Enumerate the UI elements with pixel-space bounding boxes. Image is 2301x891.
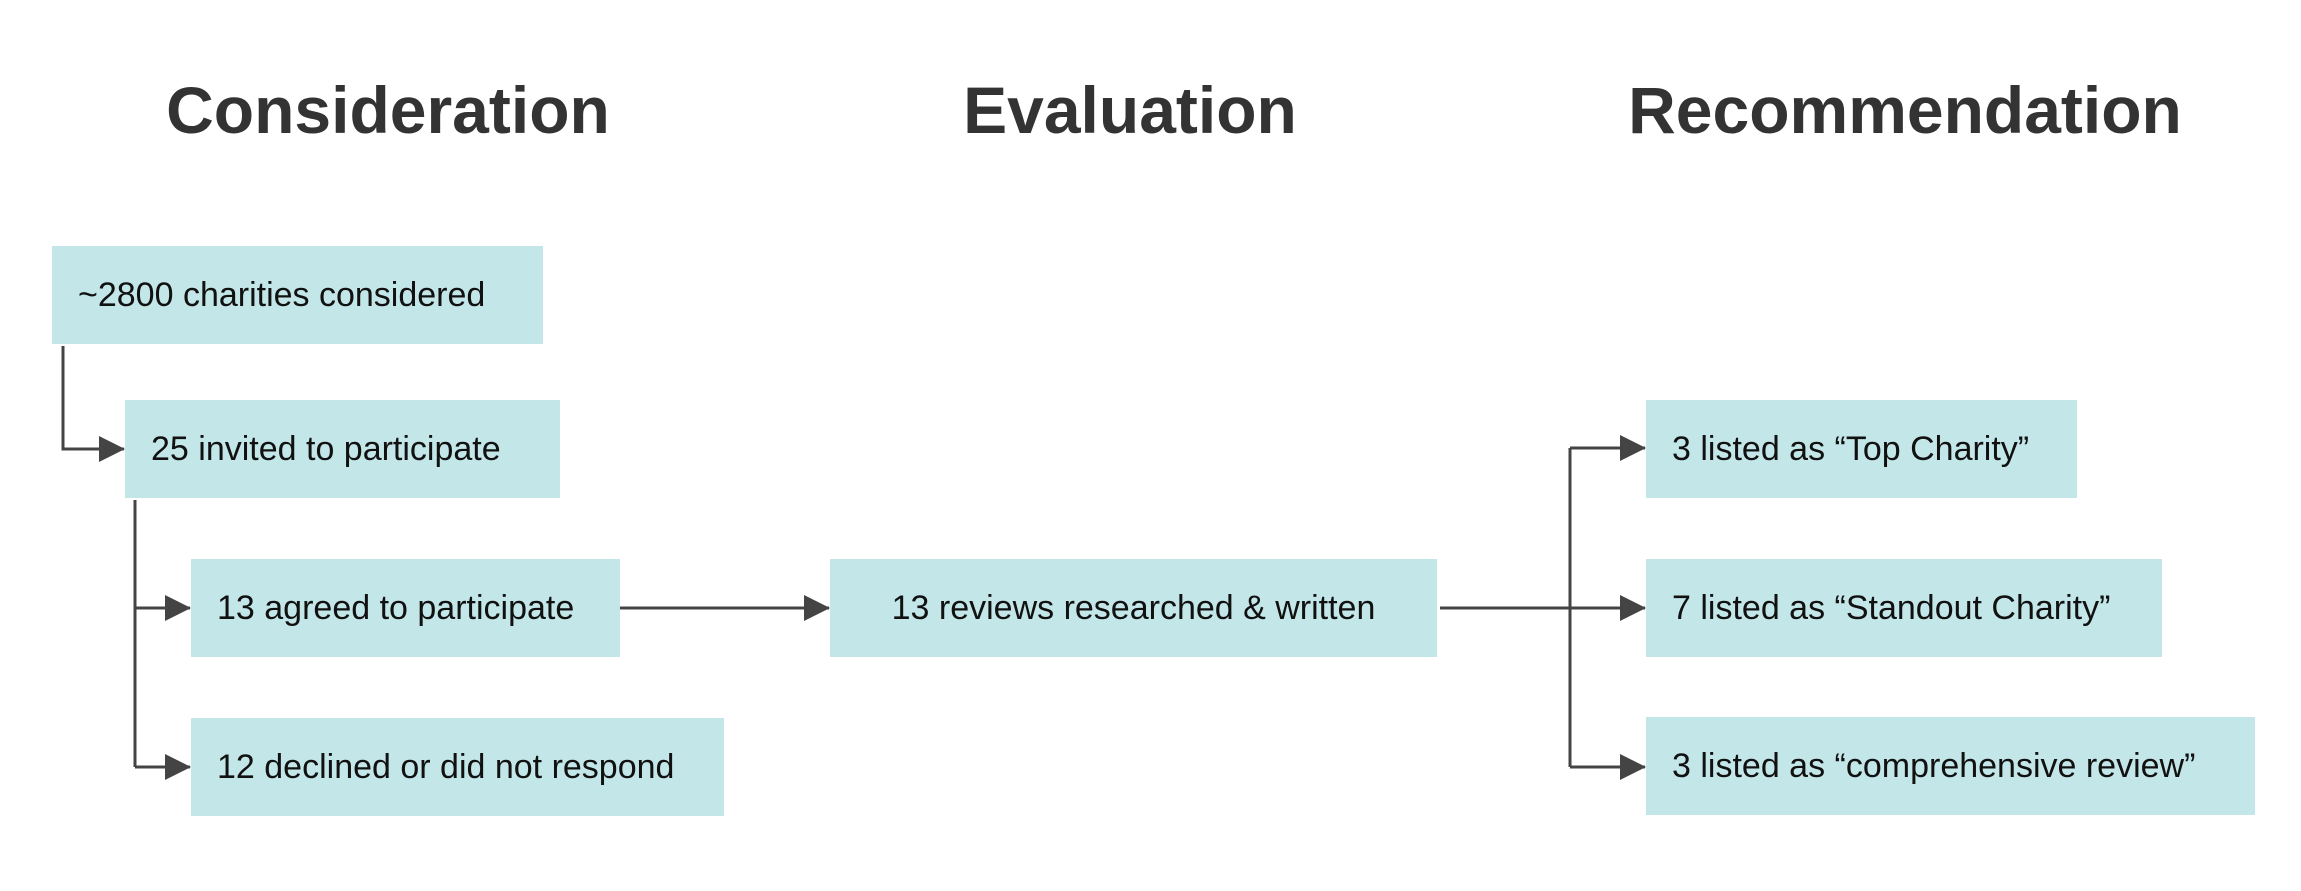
node-comprehensive-review: 3 listed as “comprehensive review”: [1646, 717, 2255, 815]
node-declined-label: 12 declined or did not respond: [217, 748, 675, 786]
node-invited-label: 25 invited to participate: [151, 430, 501, 468]
node-standout-charity: 7 listed as “Standout Charity”: [1646, 559, 2162, 657]
heading-recommendation: Recommendation: [1628, 73, 2182, 147]
node-comprehensive-review-label: 3 listed as “comprehensive review”: [1672, 747, 2196, 785]
node-agreed-label: 13 agreed to participate: [217, 589, 575, 627]
heading-consideration: Consideration: [166, 73, 610, 147]
node-considered: ~2800 charities considered: [52, 246, 543, 344]
node-considered-label: ~2800 charities considered: [78, 276, 486, 314]
node-top-charity: 3 listed as “Top Charity”: [1646, 400, 2077, 498]
node-standout-charity-label: 7 listed as “Standout Charity”: [1672, 589, 2111, 627]
connector-considered-invited: [61, 346, 125, 462]
node-top-charity-label: 3 listed as “Top Charity”: [1672, 430, 2030, 468]
node-reviews-label: 13 reviews researched & written: [891, 589, 1376, 627]
heading-evaluation: Evaluation: [963, 73, 1297, 147]
node-declined: 12 declined or did not respond: [191, 718, 724, 816]
node-reviews: 13 reviews researched & written: [830, 559, 1437, 657]
node-agreed: 13 agreed to participate: [191, 559, 620, 657]
node-invited: 25 invited to participate: [125, 400, 560, 498]
